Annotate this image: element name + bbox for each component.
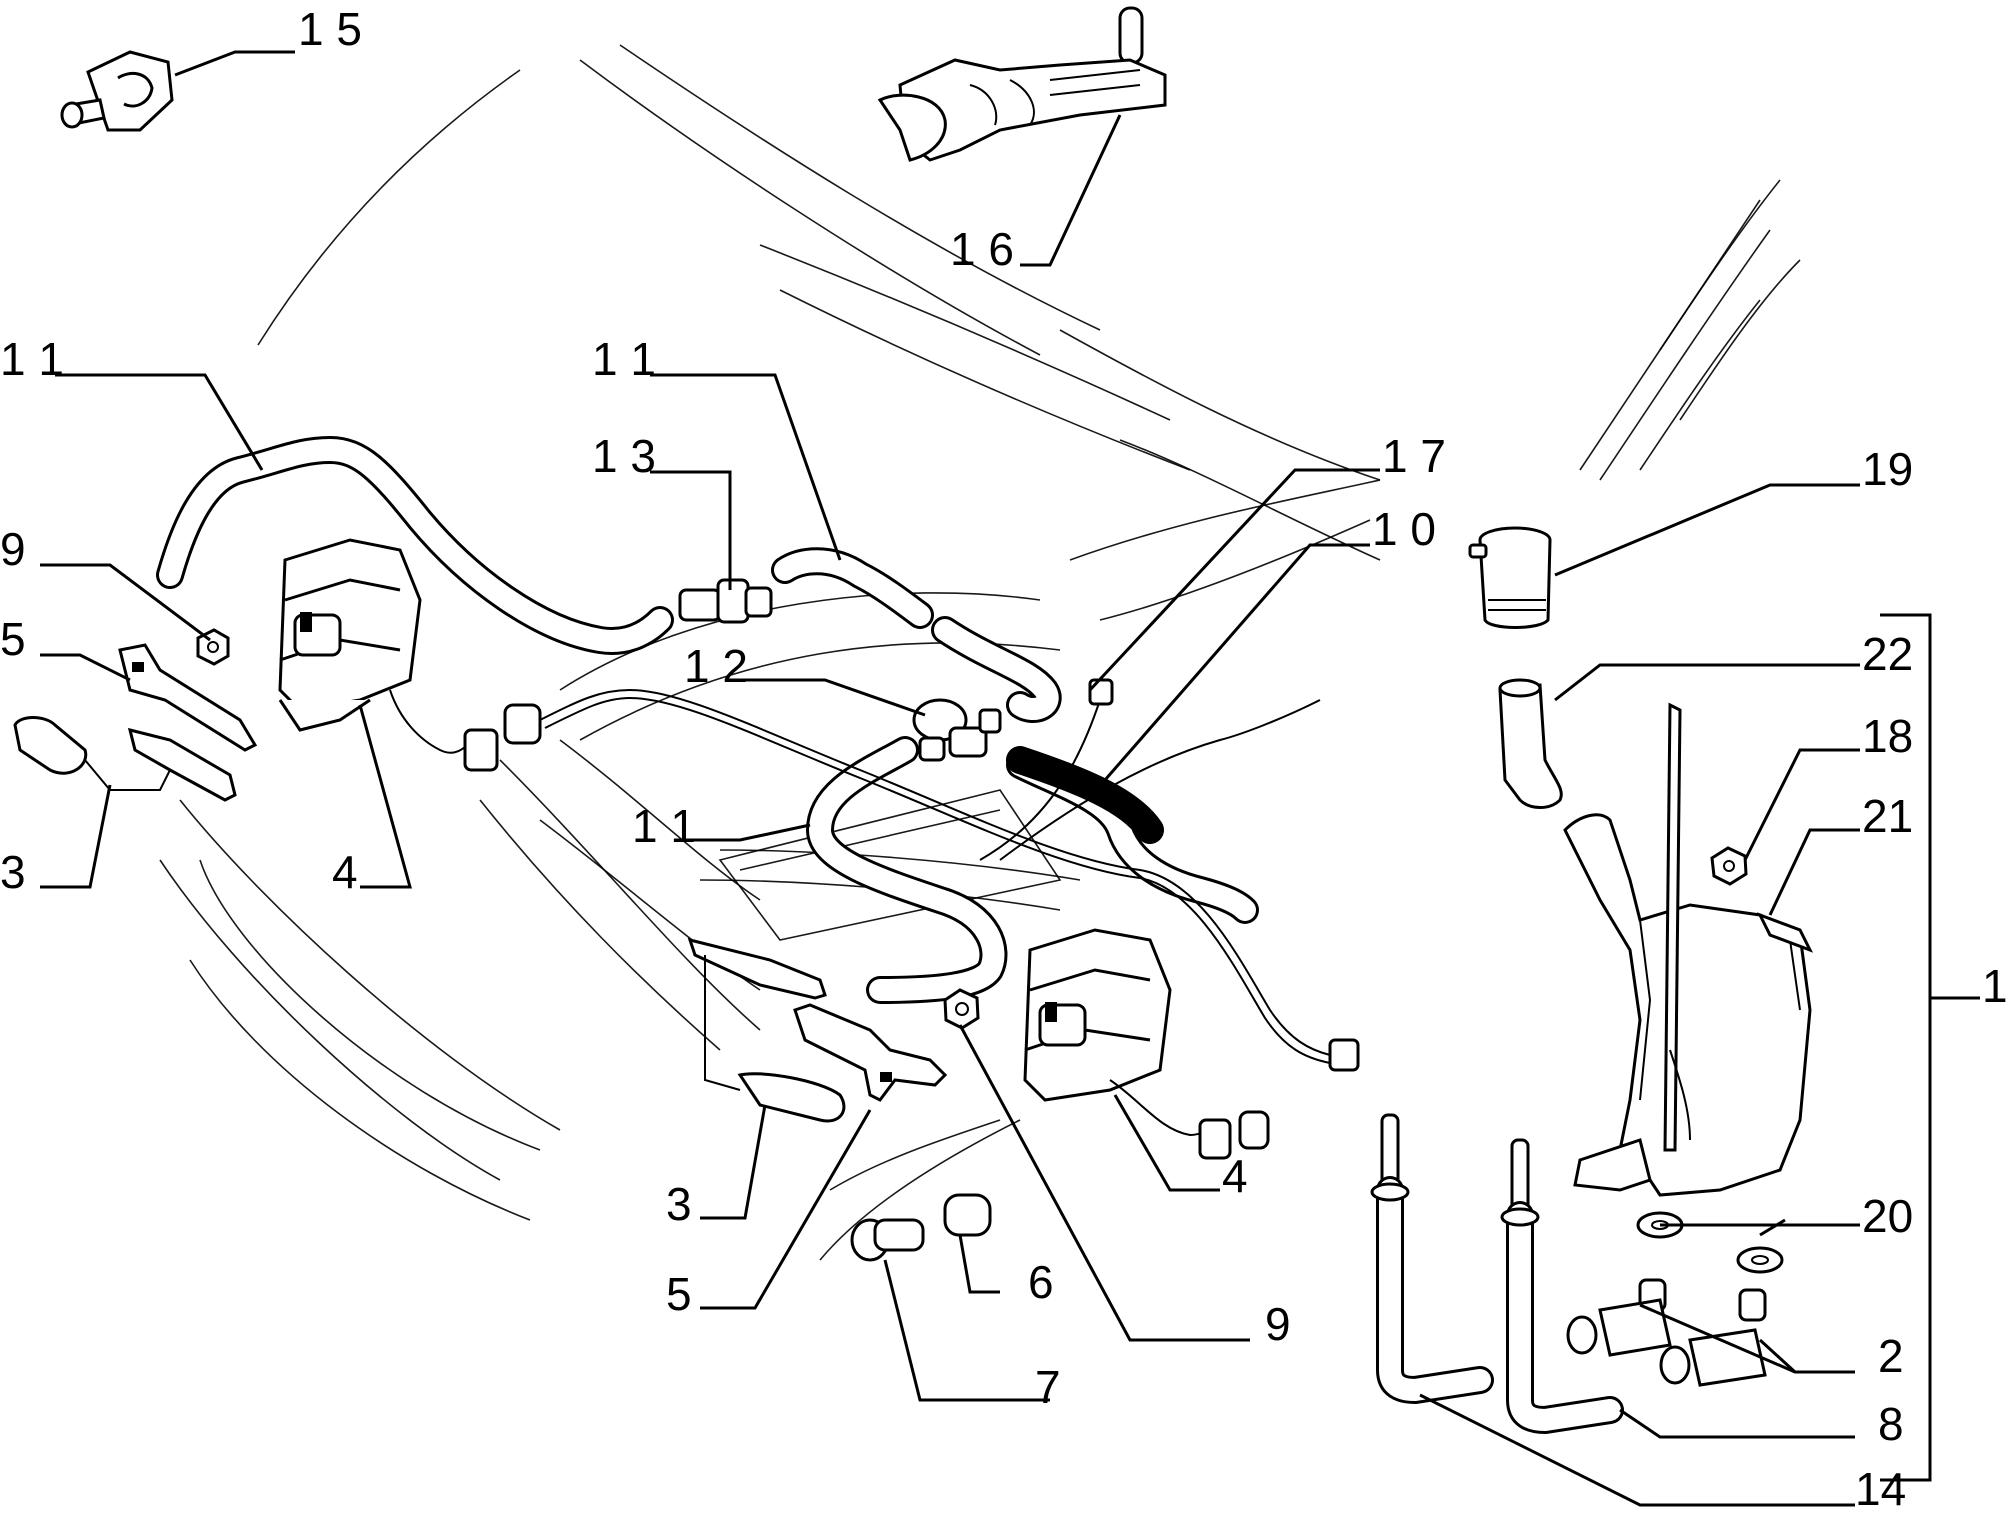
label-19: 19 <box>1862 443 1913 495</box>
bracket-part-5-center <box>793 1003 948 1102</box>
pipe-part-8 <box>1500 1138 1624 1434</box>
label-5-left: 5 <box>0 613 26 665</box>
motor-part-4-left <box>278 538 499 772</box>
hose-part-10 <box>1006 746 1164 844</box>
leader-lines <box>40 50 1860 1507</box>
hose-part-11-center <box>806 736 1259 1004</box>
label-16: 1 6 <box>950 223 1014 275</box>
hose-part-11-left <box>156 436 674 655</box>
bracket-part-16 <box>877 6 1167 162</box>
label-14: 14 <box>1855 1463 1906 1515</box>
label-6: 6 <box>1028 1256 1054 1308</box>
elbow-part-22 <box>1498 678 1563 809</box>
label-3-left: 3 <box>0 846 26 898</box>
hose-part-11-top <box>771 547 1062 723</box>
label-1: 1 <box>1982 960 2008 1012</box>
nozzle-part-3-left <box>13 716 237 802</box>
bracket-part-5-left <box>118 643 258 752</box>
label-11-left: 1 1 <box>0 333 64 385</box>
group-bracket-1 <box>1880 613 1980 1482</box>
label-21: 21 <box>1862 790 1913 842</box>
washer-part-20 <box>1636 1211 1784 1274</box>
label-13: 1 3 <box>592 430 656 482</box>
label-20: 20 <box>1862 1190 1913 1242</box>
label-4-right: 4 <box>1222 1150 1248 1202</box>
label-9-center: 9 <box>1265 1298 1291 1350</box>
label-12: 1 2 <box>684 640 748 692</box>
label-17: 1 7 <box>1382 430 1446 482</box>
label-2: 2 <box>1878 1330 1904 1382</box>
label-11-center: 1 1 <box>632 800 696 852</box>
car-body-outline <box>159 44 1801 1261</box>
nut-part-18 <box>1710 846 1748 886</box>
bolt-part-7 <box>850 1218 925 1262</box>
label-4-left: 4 <box>332 846 358 898</box>
clip-part-15 <box>60 50 174 132</box>
nozzle-part-3-center <box>687 937 846 1123</box>
label-7: 7 <box>1035 1361 1061 1413</box>
reservoir-part-21 <box>1563 702 1814 1197</box>
label-11-top: 1 1 <box>592 333 656 385</box>
label-10: 1 0 <box>1372 503 1436 555</box>
connector-part-13 <box>678 578 773 624</box>
pump-part-19 <box>1468 526 1552 629</box>
label-5-center: 5 <box>666 1268 692 1320</box>
label-22: 22 <box>1862 628 1913 680</box>
label-18: 18 <box>1862 710 1913 762</box>
t-connector-part-12 <box>912 698 1002 762</box>
pipe-part-14 <box>1370 1113 1494 1404</box>
label-8: 8 <box>1878 1398 1904 1450</box>
label-3-center: 3 <box>666 1178 692 1230</box>
motor-part-4-right <box>1023 928 1270 1160</box>
label-9-left: 9 <box>0 523 26 575</box>
callout-labels: 1 5 1 6 1 1 1 1 1 3 1 7 1 0 19 9 5 1 2 2… <box>0 3 2008 1515</box>
pump-part-2 <box>1566 1278 1767 1387</box>
nut-part-9-center <box>943 988 980 1030</box>
bushing-part-6 <box>943 1193 992 1237</box>
label-15: 1 5 <box>298 3 362 55</box>
